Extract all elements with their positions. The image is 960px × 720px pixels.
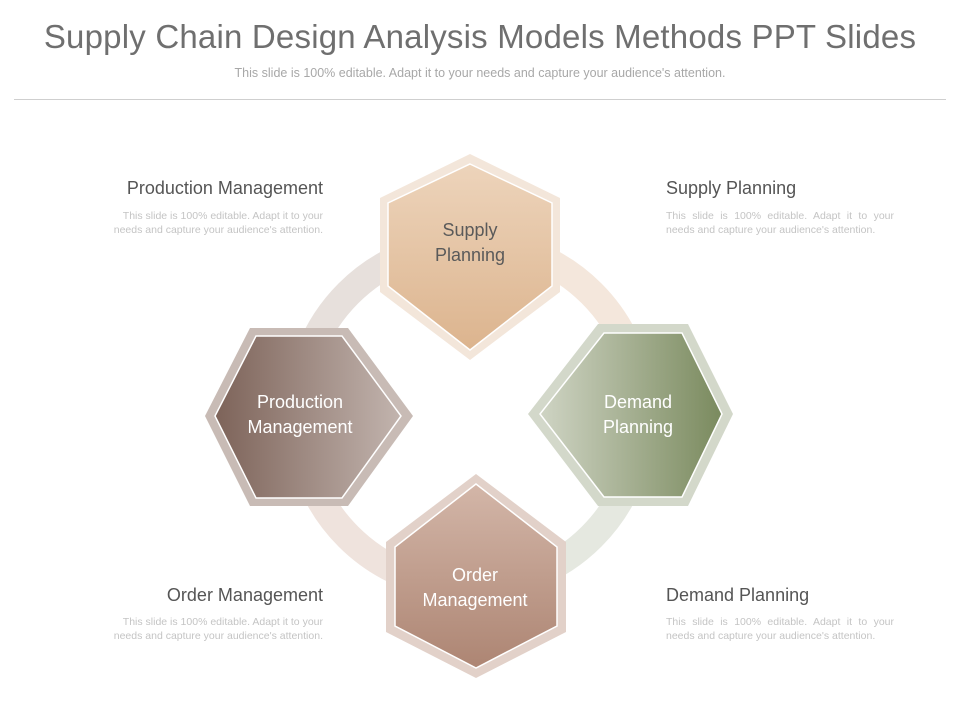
top-left-text: This slide is 100% editable. Adapt it to… [113,210,323,236]
slide-title: Supply Chain Design Analysis Models Meth… [43,18,917,55]
production-management-label: Production Management [247,392,353,437]
top-right-text: This slide is 100% editable. Adapt it to… [666,210,894,236]
production-management-shape [205,328,413,506]
supply-planning-shape [380,154,560,360]
top-left-heading: Production Management [126,178,323,198]
bottom-right-text: This slide is 100% editable. Adapt it to… [666,616,894,642]
order-management-shape [386,474,566,678]
supply-planning-label: Supply Planning [434,220,506,265]
demand-planning-shape [528,324,733,506]
slide-subtitle: This slide is 100% editable. Adapt it to… [234,66,726,80]
demand-planning-label: Demand Planning [602,392,674,437]
order-management-label: Order Management [422,565,528,610]
bottom-right-heading: Demand Planning [666,585,810,605]
title-divider [14,99,946,100]
top-right-heading: Supply Planning [666,178,797,198]
bottom-left-text: This slide is 100% editable. Adapt it to… [113,616,323,642]
bottom-left-heading: Order Management [166,585,323,605]
